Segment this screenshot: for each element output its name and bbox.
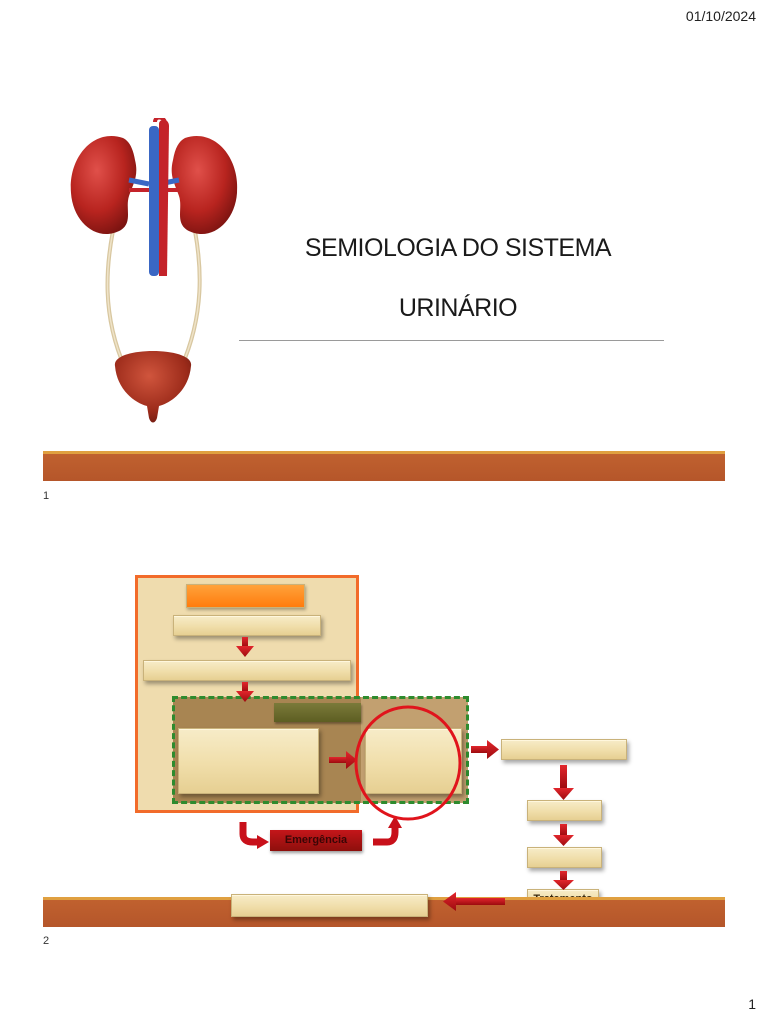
slide-1: SEMIOLOGIA DO SISTEMA URINÁRIO [43,40,725,510]
curved-arrow-to-emergencia [239,822,259,846]
urinary-system-illustration-icon [70,118,238,423]
title-divider [239,340,664,341]
flow-block-1 [173,615,321,636]
emergencia-box: Emergência [270,830,362,851]
orange-header-bar [186,584,305,608]
arrow-left-bottom [443,892,505,911]
arrow-down-5 [553,871,574,890]
page-number: 1 [748,996,756,1012]
arrow-right-to-column [471,740,499,759]
slide-title-line-2: URINÁRIO [398,294,518,322]
highlight-circle [354,705,462,821]
flow-block-large-left [178,728,319,794]
olive-label-bar [274,703,361,722]
slide-number-2: 2 [43,935,50,947]
flow-block-large-right [365,728,462,794]
flow-block-2 [143,660,351,681]
flow-block-right-mid-2 [527,847,602,868]
arrow-down-2 [236,682,254,702]
slide-title-line-1: SEMIOLOGIA DO SISTEMA [304,234,612,262]
arrow-down-3 [553,765,574,800]
curved-arrow-from-emergencia [373,826,399,846]
slide-number-1: 1 [43,490,50,502]
slide-footer-band [43,451,725,481]
flow-block-right-top [501,739,627,760]
arrow-right-middle [329,751,357,769]
flow-block-bottom [231,894,428,917]
green-dashed-frame [172,696,469,804]
flow-arrows-layer [236,637,574,911]
slide-2: Tratamento Emergência [43,560,725,930]
flow-block-right-mid-1 [527,800,602,821]
arrow-down-4 [553,824,574,846]
arrow-down-1 [236,637,254,657]
header-date: 01/10/2024 [685,8,756,24]
